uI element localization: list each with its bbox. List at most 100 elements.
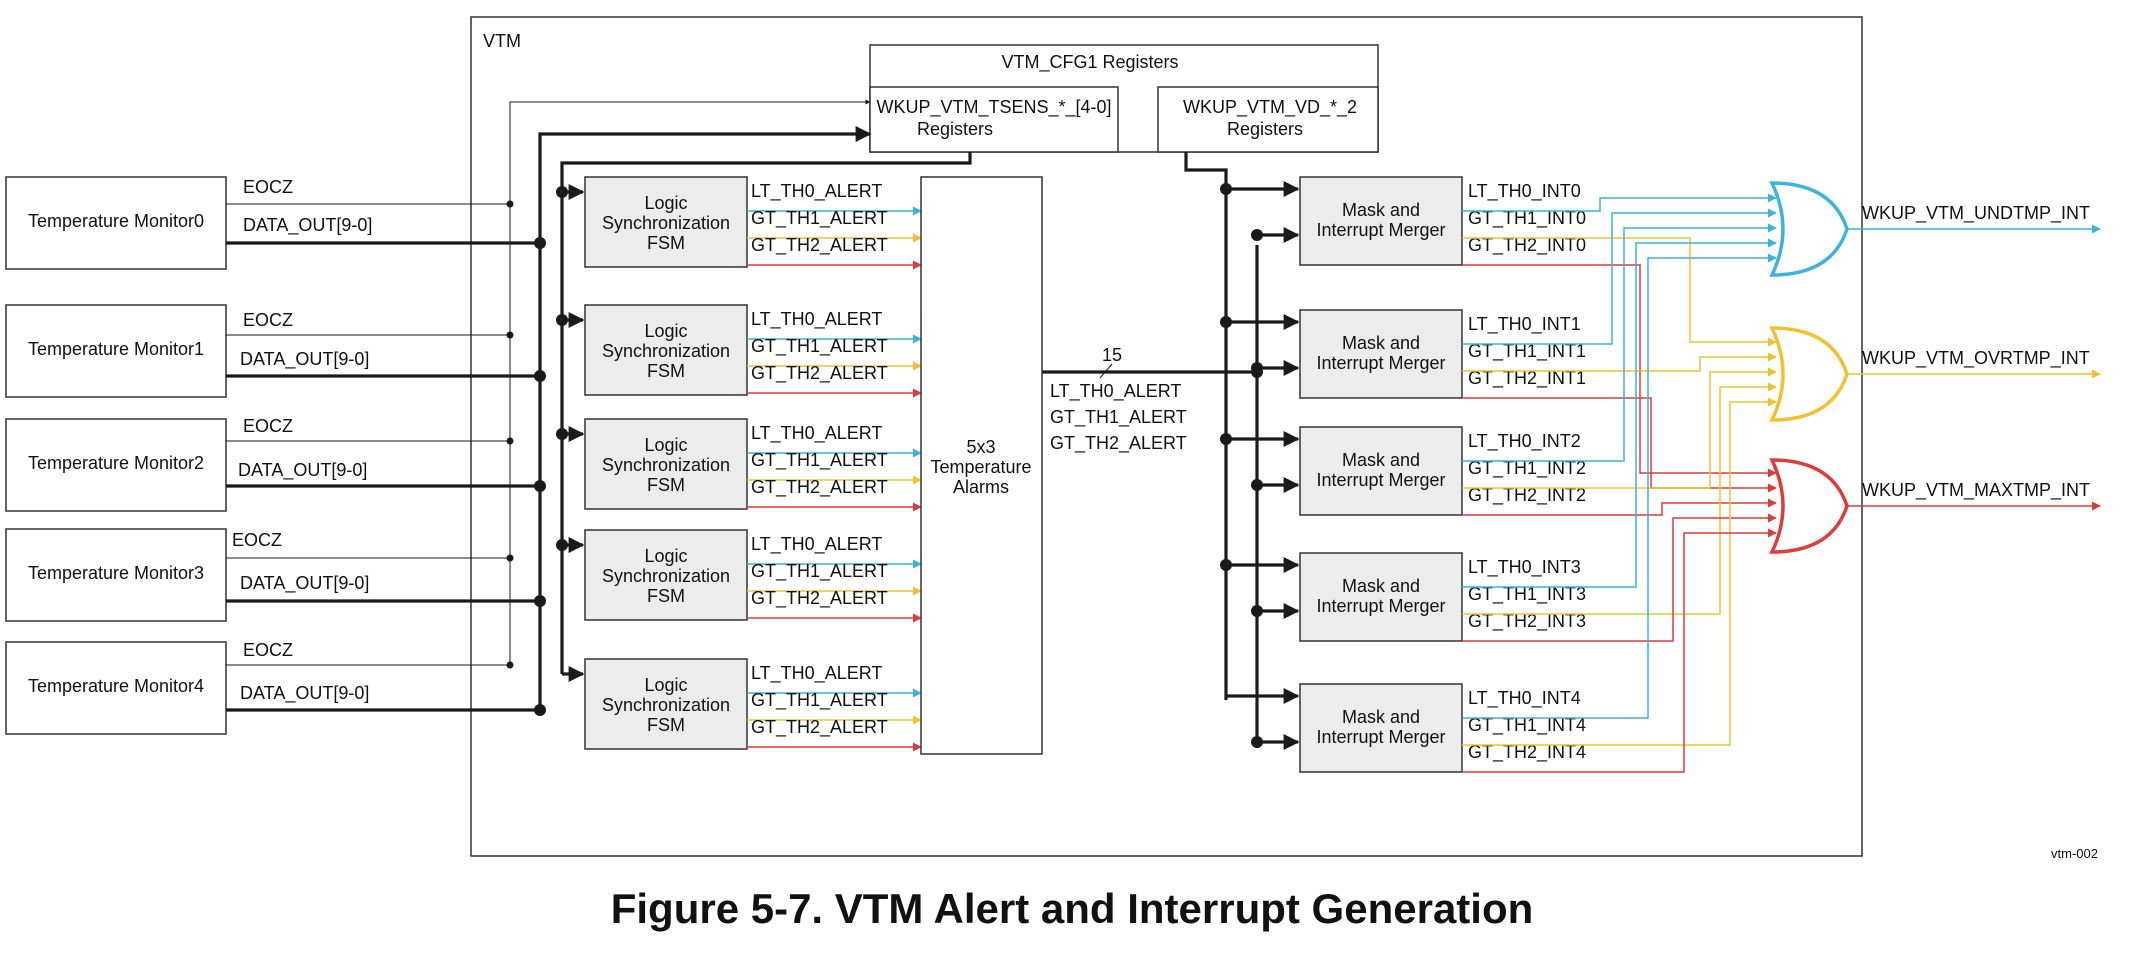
interrupt-route bbox=[1462, 238, 1777, 588]
interrupt-route bbox=[1462, 253, 1777, 719]
alarms-line3: Alarms bbox=[953, 477, 1009, 497]
alert-label: GT_TH1_ALERT bbox=[751, 690, 888, 711]
merger-label: Interrupt Merger bbox=[1316, 353, 1445, 373]
interrupt-label: GT_TH1_INT4 bbox=[1468, 715, 1586, 736]
bus-label-lt: LT_TH0_ALERT bbox=[1050, 381, 1181, 402]
data-out-label: DATA_OUT[9-0] bbox=[243, 215, 372, 236]
output-label: WKUP_VTM_OVRTMP_INT bbox=[1862, 348, 2090, 369]
mask-interrupt-merger-3 bbox=[1299, 552, 1463, 642]
logic-sync-fsm-2 bbox=[584, 418, 748, 510]
alert-label: GT_TH1_ALERT bbox=[751, 561, 888, 582]
alarms-line1: 5x3 bbox=[966, 437, 995, 457]
alert-label: LT_TH0_ALERT bbox=[751, 309, 882, 330]
temperature-monitor-1 bbox=[5, 304, 227, 398]
logic-sync-fsm-1 bbox=[584, 304, 748, 396]
merger-label: Interrupt Merger bbox=[1316, 220, 1445, 240]
eocz-trunk bbox=[509, 99, 871, 665]
fsm-label: FSM bbox=[647, 586, 685, 606]
alert-label: LT_TH0_ALERT bbox=[751, 534, 882, 555]
or-gate-2 bbox=[1769, 458, 1849, 554]
merger-label: Mask and bbox=[1342, 333, 1420, 353]
merger-label: Interrupt Merger bbox=[1316, 727, 1445, 747]
interrupt-label: LT_TH0_INT0 bbox=[1468, 181, 1581, 202]
fsm-label: FSM bbox=[647, 361, 685, 381]
data-out-label: DATA_OUT[9-0] bbox=[240, 349, 369, 370]
fsm-label: Synchronization bbox=[602, 213, 730, 233]
vtm-label: VTM bbox=[483, 31, 521, 51]
figure-id: vtm-002 bbox=[2051, 846, 2098, 861]
alert-label: GT_TH1_ALERT bbox=[751, 450, 888, 471]
bus-label-gt1: GT_TH1_ALERT bbox=[1050, 407, 1187, 428]
merger-label: Mask and bbox=[1342, 707, 1420, 727]
alert-label: GT_TH1_ALERT bbox=[751, 336, 888, 357]
interrupt-route bbox=[1462, 382, 1777, 615]
mask-interrupt-merger-0 bbox=[1299, 176, 1463, 266]
cfg-registers: VTM_CFG1 Registers WKUP_VTM_TSENS_*_[4-0… bbox=[869, 44, 1379, 153]
interrupt-label: GT_TH1_INT2 bbox=[1468, 458, 1586, 479]
logic-sync-fsm-4 bbox=[584, 658, 748, 750]
tsens-register: WKUP_VTM_TSENS_*_[4-0] bbox=[876, 97, 1111, 118]
eocz-label: EOCZ bbox=[243, 416, 293, 436]
interrupt-route bbox=[1462, 208, 1777, 345]
merger-label: Interrupt Merger bbox=[1316, 596, 1445, 616]
interrupt-label: GT_TH2_INT0 bbox=[1468, 235, 1586, 256]
output-label: WKUP_VTM_UNDTMP_INT bbox=[1862, 203, 2090, 224]
alert-label: LT_TH0_ALERT bbox=[751, 181, 882, 202]
temperature-monitor-label: Temperature Monitor3 bbox=[28, 563, 204, 583]
interrupt-label: GT_TH2_INT4 bbox=[1468, 742, 1586, 763]
fsm-label: FSM bbox=[647, 233, 685, 253]
data-out-label: DATA_OUT[9-0] bbox=[240, 683, 369, 704]
data-bus-trunk bbox=[538, 126, 872, 710]
fsm-label: Synchronization bbox=[602, 566, 730, 586]
cfg-title: VTM_CFG1 Registers bbox=[1001, 52, 1178, 73]
tsens-register-sub: Registers bbox=[917, 119, 993, 139]
logic-sync-fsm-0 bbox=[584, 176, 748, 268]
interrupt-route bbox=[1462, 397, 1777, 746]
interrupt-label: GT_TH1_INT1 bbox=[1468, 341, 1586, 362]
temperature-monitor-0 bbox=[5, 176, 227, 270]
interrupt-route bbox=[1462, 237, 1777, 347]
fsm-label: Logic bbox=[644, 193, 687, 213]
vtm-boundary bbox=[470, 16, 1863, 857]
alert-label: LT_TH0_ALERT bbox=[751, 423, 882, 444]
alert-label: GT_TH2_ALERT bbox=[751, 717, 888, 738]
mask-interrupt-merger-2 bbox=[1299, 426, 1463, 516]
fsm-label: Synchronization bbox=[602, 455, 730, 475]
interrupt-route bbox=[1462, 397, 1777, 493]
fsm-label: Logic bbox=[644, 546, 687, 566]
bus-label-gt2: GT_TH2_ALERT bbox=[1050, 433, 1187, 454]
merger-label: Interrupt Merger bbox=[1316, 470, 1445, 490]
bus-width-slash bbox=[1099, 363, 1113, 379]
interrupt-label: GT_TH2_INT3 bbox=[1468, 611, 1586, 632]
mask-interrupt-merger-4 bbox=[1299, 683, 1463, 773]
temperature-monitor-4 bbox=[5, 641, 227, 735]
interrupt-label: LT_TH0_INT1 bbox=[1468, 314, 1581, 335]
or-gate-0 bbox=[1769, 181, 1849, 277]
mask-interrupt-merger-1 bbox=[1299, 309, 1463, 399]
figure-caption: Figure 5-7. VTM Alert and Interrupt Gene… bbox=[610, 885, 1534, 932]
data-out-label: DATA_OUT[9-0] bbox=[238, 460, 367, 481]
temperature-monitor-label: Temperature Monitor4 bbox=[28, 676, 204, 696]
alarms-line2: Temperature bbox=[930, 457, 1031, 477]
temperature-monitor-label: Temperature Monitor2 bbox=[28, 453, 204, 473]
interrupt-route bbox=[1462, 193, 1777, 212]
junction-dot bbox=[1251, 366, 1263, 378]
interrupt-route bbox=[1462, 352, 1777, 372]
interrupt-label: GT_TH2_INT1 bbox=[1468, 368, 1586, 389]
interrupt-route bbox=[1462, 528, 1777, 773]
logic-sync-fsm-3 bbox=[584, 529, 748, 621]
alert-label: GT_TH2_ALERT bbox=[751, 588, 888, 609]
temperature-monitor-label: Temperature Monitor1 bbox=[28, 339, 204, 359]
alert-label: LT_TH0_ALERT bbox=[751, 663, 882, 684]
fsm-label: Synchronization bbox=[602, 341, 730, 361]
eocz-label: EOCZ bbox=[232, 530, 282, 550]
fsm-label: Logic bbox=[644, 435, 687, 455]
interrupt-label: LT_TH0_INT3 bbox=[1468, 557, 1581, 578]
interrupt-label: LT_TH0_INT2 bbox=[1468, 431, 1581, 452]
interrupt-route bbox=[1462, 513, 1777, 642]
vd-trunk bbox=[1184, 152, 1228, 700]
alarms-block: 5x3 Temperature Alarms bbox=[920, 176, 1043, 755]
temperature-monitor-label: Temperature Monitor0 bbox=[28, 211, 204, 231]
bus-width: 15 bbox=[1102, 345, 1122, 365]
interrupt-route bbox=[1462, 367, 1777, 489]
